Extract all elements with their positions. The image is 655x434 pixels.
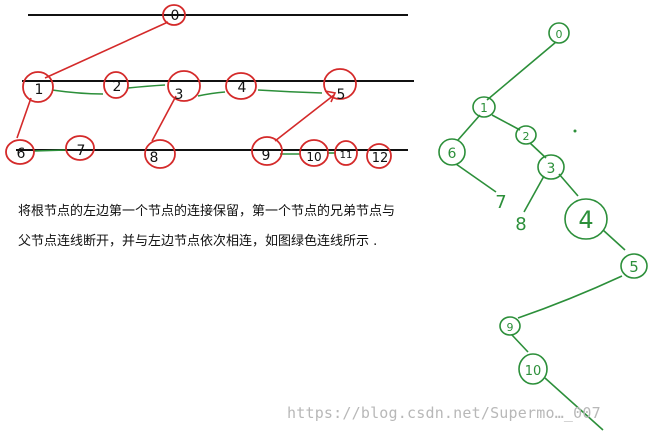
bt-node-10 <box>518 353 548 385</box>
left-label-5: 5 <box>337 87 346 103</box>
watermark: https://blog.csdn.net/Supermo…_007 <box>287 404 601 422</box>
bt-edge-6-7 <box>455 163 497 193</box>
left-label-12: 12 <box>372 151 389 166</box>
left-node-3 <box>167 70 201 102</box>
bt-node-9 <box>499 316 521 336</box>
left-label-11: 11 <box>340 150 353 161</box>
bt-label-5: 5 <box>629 258 639 276</box>
caption-line-1: 将根节点的左边第一个节点的连接保留，第一个节点的兄弟节点与 <box>18 204 396 219</box>
link-6-7 <box>33 149 68 152</box>
bt-edge-9-10 <box>511 334 529 353</box>
left-node-10 <box>299 139 329 167</box>
left-label-3: 3 <box>175 87 184 103</box>
left-label-0: 0 <box>171 8 180 24</box>
kept-parent-links <box>16 21 337 142</box>
bt-label-1: 1 <box>480 101 488 115</box>
bt-edge-10-11 <box>544 377 604 431</box>
bt-edge-3-8 <box>523 175 545 213</box>
caption-line-2: 父节点连线断开，并与左边节点依次相连，如图绿色连线所示 . <box>18 234 378 249</box>
bt-node-2 <box>515 125 537 145</box>
bt-edge-0-1 <box>486 41 557 101</box>
bt-edge-2-3 <box>529 142 547 159</box>
bt-label-8: 8 <box>515 214 526 235</box>
bt-label-9: 9 <box>507 321 514 334</box>
bt-label-3: 3 <box>547 161 556 177</box>
bt-label-10: 10 <box>525 364 542 379</box>
bt-node-1 <box>472 96 496 118</box>
left-node-12 <box>366 143 392 169</box>
level-lines <box>16 14 414 151</box>
link-9-5 <box>274 94 335 142</box>
bt-node-6 <box>438 138 466 166</box>
link-1-6 <box>16 97 32 139</box>
bt-node-5 <box>620 253 648 279</box>
left-tree-labels: 0 1 2 3 4 5 6 7 8 9 10 11 12 <box>17 8 389 166</box>
left-label-4: 4 <box>238 80 247 96</box>
left-label-9: 9 <box>262 148 271 164</box>
left-node-8 <box>144 139 176 169</box>
left-node-11 <box>334 140 358 166</box>
left-label-6: 6 <box>17 146 26 162</box>
left-node-5 <box>323 68 357 100</box>
left-node-2 <box>103 71 129 99</box>
left-node-7 <box>65 135 95 161</box>
binary-tree-nodes <box>438 22 648 385</box>
link-2-3 <box>127 84 166 89</box>
arrowhead <box>324 90 337 103</box>
bt-edge-1-6 <box>457 114 481 141</box>
link-4-5 <box>257 89 323 94</box>
link-3-4 <box>197 91 226 97</box>
left-label-10: 10 <box>306 150 321 164</box>
left-node-9 <box>251 136 283 166</box>
bt-edge-4-5 <box>602 229 626 251</box>
left-label-8: 8 <box>150 150 159 166</box>
bt-label-7: 7 <box>495 192 506 213</box>
left-label-7: 7 <box>77 143 86 159</box>
left-label-1: 1 <box>35 82 44 98</box>
caption-text: 将根节点的左边第一个节点的连接保留，第一个节点的兄弟节点与 父节点连线断开，并与… <box>18 197 458 257</box>
bt-edge-5-9 <box>517 275 623 319</box>
sibling-links <box>33 84 336 155</box>
link-3-8 <box>151 95 177 142</box>
left-node-6 <box>5 139 35 165</box>
binary-tree-edges <box>455 41 626 431</box>
left-label-2: 2 <box>113 79 122 95</box>
bt-label-0: 0 <box>556 28 563 41</box>
bt-label-6: 6 <box>448 146 457 162</box>
link-0-1 <box>44 21 169 79</box>
left-tree-nodes <box>5 4 392 169</box>
left-node-0 <box>162 4 186 26</box>
bt-edge-3-4 <box>558 173 579 197</box>
link-1-2 <box>51 89 104 95</box>
left-node-1 <box>22 71 54 103</box>
left-node-4 <box>225 72 257 100</box>
bt-edge-1-2 <box>491 114 521 131</box>
stray-dot <box>573 129 577 133</box>
binary-tree-labels: 0 1 2 6 3 7 8 4 5 9 10 <box>448 28 639 379</box>
bt-label-2: 2 <box>523 130 530 143</box>
bt-label-4: 4 <box>578 206 593 234</box>
bt-node-4 <box>564 198 608 240</box>
bt-node-0 <box>548 22 570 44</box>
bt-node-3 <box>537 154 565 180</box>
